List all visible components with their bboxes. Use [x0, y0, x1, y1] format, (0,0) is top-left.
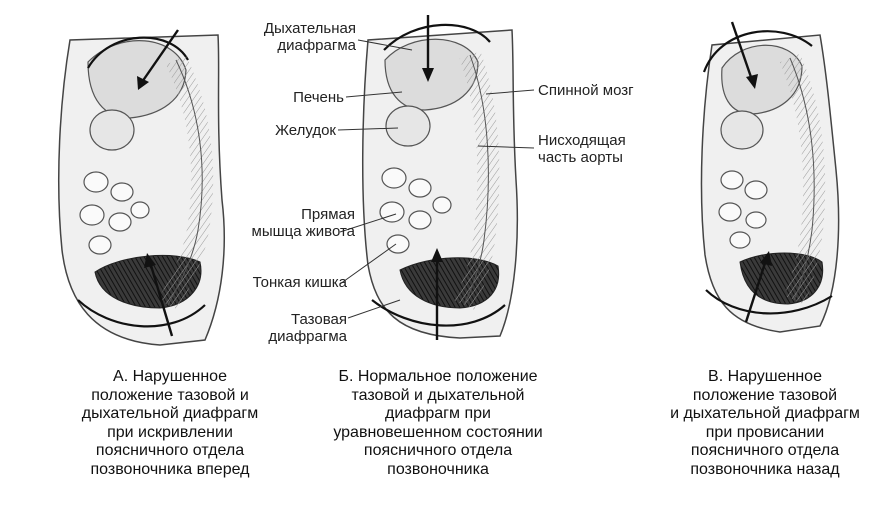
arrow-top-a — [141, 29, 179, 83]
label-respiratory-diaphragm-line1: Дыхательная — [263, 20, 356, 37]
caption-b-line: поясничного отдела — [363, 442, 513, 460]
diaphragm-dome-c — [702, 30, 813, 73]
torso-figure-a — [57, 29, 225, 346]
caption-c-line: положение тазовой — [692, 386, 838, 404]
torso-figure-c — [700, 21, 840, 333]
label-stomach: Желудок — [275, 122, 336, 139]
caption-b: Б. Нормальное положение тазовой и дыхате… — [318, 368, 558, 480]
liver-a — [87, 40, 187, 119]
caption-b-line: Б. Нормальное положение — [338, 368, 538, 385]
caption-a-line: при искривлении — [107, 423, 233, 441]
label-liver: Печень — [293, 89, 344, 106]
stomach-c — [720, 110, 764, 150]
label-pelvic-diaphragm: Тазовая диафрагма — [268, 311, 347, 345]
label-aorta-line2: часть аорты — [538, 149, 623, 166]
stomach-b — [385, 105, 431, 147]
pelvic-diaphragm-curve-a — [77, 299, 206, 328]
label-respiratory-diaphragm-line2: диафрагма — [277, 37, 356, 54]
arrow-bottom-a — [148, 261, 174, 337]
caption-a-line: поясничного отдела — [95, 442, 245, 460]
label-respiratory-diaphragm: Дыхательная диафрагма — [264, 20, 356, 54]
label-descending-aorta: Нисходящая часть аорты — [538, 132, 626, 166]
caption-a-line: дыхательной диафрагм — [81, 405, 259, 423]
caption-b-line: диафрагм при — [385, 405, 491, 423]
label-spinal-cord: Спинной мозг — [538, 82, 634, 99]
diaphragm-dome-b — [383, 23, 491, 51]
caption-c-line: поясничного отдела — [690, 442, 840, 460]
caption-c-line: при провисании — [705, 423, 825, 441]
caption-a-line: положение тазовой и — [91, 386, 249, 404]
intestine-loops-c — [718, 170, 768, 249]
caption-b-line: уравновешенном состоянии — [333, 423, 543, 441]
caption-c-line: В. Нарушенное — [708, 368, 822, 385]
label-small-intestine: Тонкая кишка — [252, 274, 347, 291]
leader-lines-b — [337, 39, 535, 319]
label-rectus-line1: Прямая — [301, 206, 355, 223]
label-pelvic-diaphragm-line1: Тазовая — [291, 311, 347, 328]
diaphragm-dome-a — [87, 36, 189, 69]
caption-a-line: А. Нарушенное — [113, 368, 227, 385]
pelvic-diaphragm-curve-b — [371, 299, 506, 327]
label-pelvic-diaphragm-line2: диафрагма — [268, 328, 347, 345]
caption-b-line: тазовой и дыхательной — [351, 386, 525, 404]
caption-c: В. Нарушенное положение тазовой и дыхате… — [650, 368, 880, 480]
arrow-bottom-c — [744, 259, 768, 323]
label-aorta-line1: Нисходящая — [538, 132, 626, 149]
arrow-top-c — [730, 21, 754, 81]
label-rectus-muscle: Прямая мышца живота — [252, 206, 356, 240]
label-rectus-line2: мышца живота — [251, 223, 356, 240]
caption-c-line: позвоночника назад — [690, 460, 840, 478]
torso-figure-b — [337, 15, 535, 340]
caption-a: А. Нарушенное положение тазовой и дыхате… — [60, 368, 280, 480]
stomach-a — [89, 109, 135, 151]
pelvic-diaphragm-curve-c — [705, 289, 833, 315]
caption-c-line: и дыхательной диафрагм — [670, 405, 860, 423]
intestine-loops-a — [79, 171, 150, 255]
caption-a-line: позвоночника вперед — [90, 460, 250, 478]
caption-b-line: позвоночника — [387, 460, 489, 478]
